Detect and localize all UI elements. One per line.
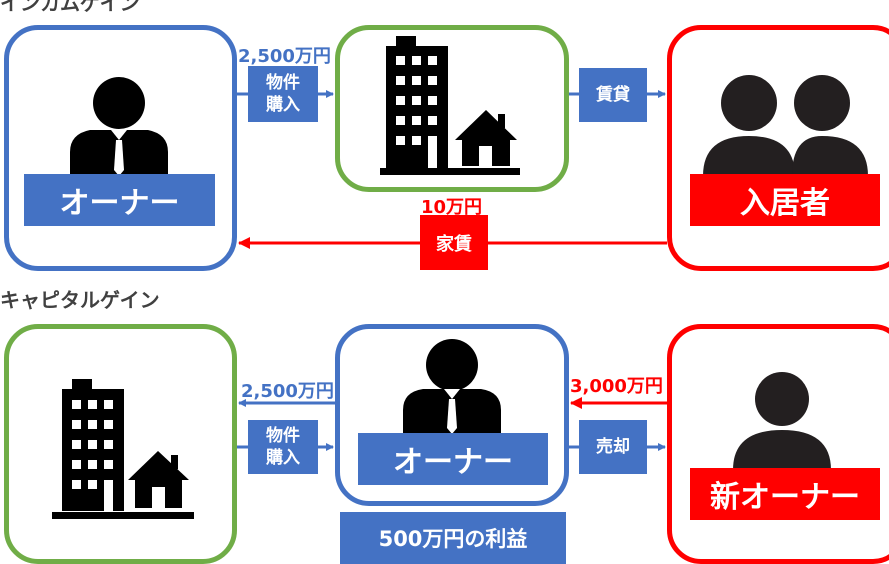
building-house-icon — [380, 36, 520, 175]
tenant-label: 入居者 — [690, 174, 880, 226]
rent-amount: 10万円 — [421, 197, 483, 218]
capital-gain-title: キャピタルゲイン — [0, 288, 160, 312]
owner-label-bottom: オーナー — [358, 433, 548, 485]
person-icon — [733, 372, 831, 470]
purchase-price-top: 2,500万円 — [238, 46, 331, 67]
businessman-icon-bottom — [403, 339, 501, 434]
lease-label: 賃貸 — [596, 85, 630, 105]
purchase-action-top: 物件 購入 — [248, 66, 318, 122]
purchase-action-bottom: 物件 購入 — [248, 420, 318, 474]
owner-label-top: オーナー — [24, 174, 215, 226]
rent-label: 家賃 — [420, 215, 488, 270]
property-box-top — [335, 25, 569, 192]
lease-action: 賃貸 — [579, 68, 647, 122]
sale-label: 売却 — [596, 437, 630, 457]
diagram-graphics — [52, 36, 868, 519]
income-gain-title: インカムゲイン — [0, 0, 140, 15]
sale-action: 売却 — [579, 420, 647, 474]
purchase-line1: 物件 — [266, 73, 300, 93]
two-persons-icon — [703, 75, 868, 176]
sale-price: 3,000万円 — [570, 376, 663, 397]
purchase-price-bottom: 2,500万円 — [241, 381, 334, 402]
purchase-line1-bottom: 物件 — [266, 426, 300, 446]
purchase-line2-bottom: 購入 — [266, 448, 300, 468]
profit-label: 500万円の利益 — [340, 512, 566, 564]
new-owner-label: 新オーナー — [690, 468, 880, 520]
building-house-icon-bottom — [52, 379, 194, 519]
businessman-icon — [70, 77, 168, 176]
purchase-line2: 購入 — [266, 95, 300, 115]
